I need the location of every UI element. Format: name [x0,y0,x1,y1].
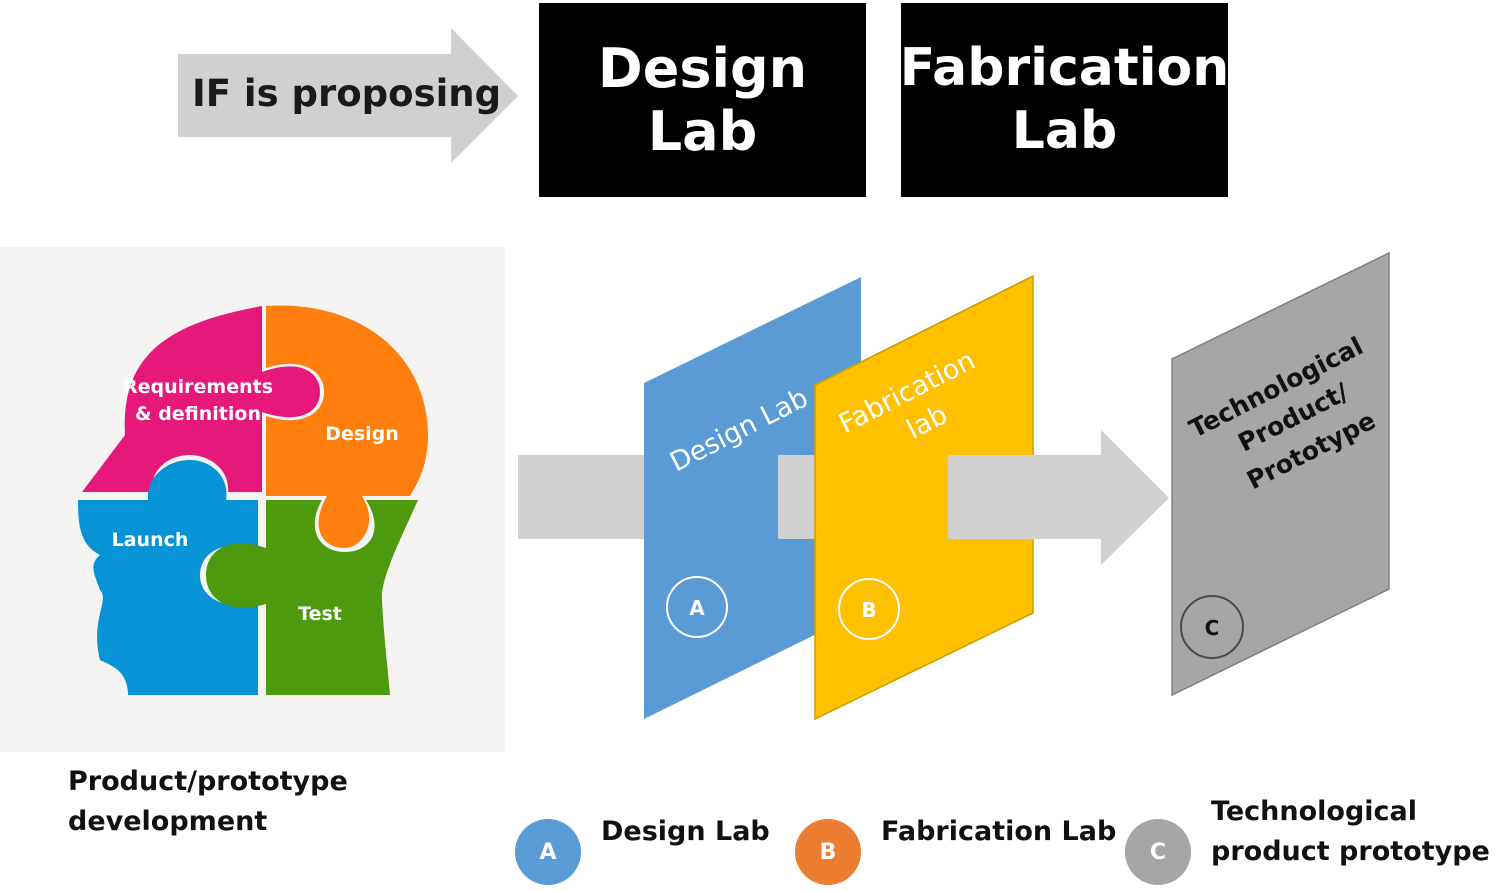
legend-badge-a: A [515,819,581,885]
head-caption: Product/prototype development [68,762,348,842]
product-prototype-panel [1171,251,1390,697]
fabrication-panel-badge-circle [838,578,900,640]
requirements-label-line1: Requirements [123,376,273,398]
puzzle-piece-test [206,500,418,695]
requirements-label-line2: & definition [135,403,261,425]
input-arrow-bar [518,455,668,539]
proposing-arrow [178,28,518,163]
head-caption-line1: Product/prototype [68,766,348,797]
legend-label-c: Technological product prototype [1211,792,1490,872]
legend-label-c-line2: product prototype [1211,836,1490,867]
design-panel-badge-circle [666,576,728,638]
fabrication-lab-title-line1: Fabrication [899,37,1230,98]
design-panel-badge: A [689,596,705,620]
proposing-label: IF is proposing [192,72,502,115]
legend-label-a: Design Lab [601,816,770,847]
launch-piece-label: Launch [112,529,189,551]
test-piece-label: Test [298,603,342,625]
design-lab-title: Design Lab [597,37,808,163]
design-lab-title-box: Design Lab [539,3,866,197]
product-panel-badge-circle [1180,595,1244,659]
legend-label-c-line1: Technological [1211,796,1418,827]
legend-badge-c: C [1125,819,1191,885]
head-puzzle-illustration: Requirements & definition Design Launch … [78,305,429,695]
legend-badge-b: B [795,819,861,885]
design-lab-panel [644,277,861,719]
lab-flow-diagram: Design Lab Fabrication lab Technological… [518,251,1390,721]
output-arrow [948,430,1169,565]
product-panel-badge: C [1205,616,1220,640]
fabrication-lab-title-box: Fabrication Lab [899,3,1230,197]
puzzle-piece-design [266,305,429,548]
fabrication-panel-badge: B [861,598,876,622]
puzzle-piece-launch [78,460,258,695]
fabrication-lab-title-line2: Lab [1011,101,1118,161]
head-caption-line2: development [68,806,268,837]
design-piece-label: Design [325,423,399,445]
fabrication-lab-panel [814,274,1034,721]
puzzle-piece-requirements [82,306,320,492]
legend-label-b: Fabrication Lab [881,816,1117,847]
